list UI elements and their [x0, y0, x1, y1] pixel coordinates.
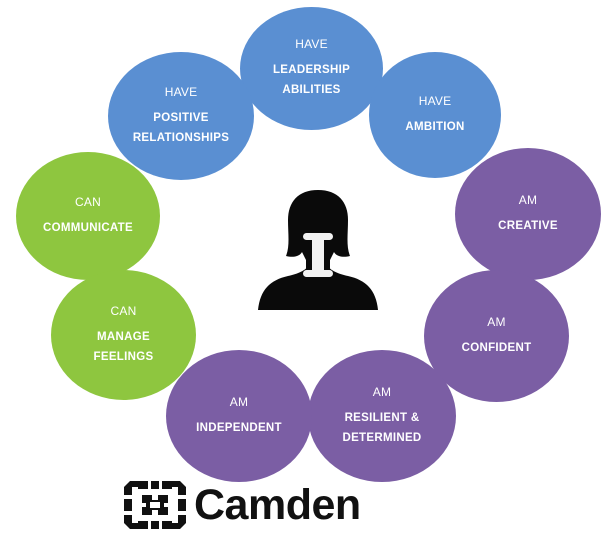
- bubble-label-line-1: CONFIDENT: [461, 341, 532, 354]
- bubble-prefix: HAVE: [295, 37, 328, 51]
- bubble-label-line-2: FEELINGS: [93, 350, 154, 363]
- bubble-prefix: AM: [518, 192, 538, 207]
- bubble-prefix: HAVE: [164, 84, 198, 99]
- center-letter: I: [252, 186, 253, 187]
- bubble-positive-relationships: HAVE POSITIVE RELATIONSHIPS: [108, 52, 254, 180]
- bubble-leadership-abilities: HAVE LEADERSHIP ABILITIES: [240, 7, 383, 130]
- bubble-ambition: HAVE AMBITION: [369, 52, 501, 178]
- bubble-label-line-1: LEADERSHIP: [272, 64, 351, 76]
- bubble-prefix: CAN: [110, 303, 137, 318]
- bubble-label-line-1: RESILIENT &: [344, 411, 420, 424]
- bubble-prefix: CAN: [75, 194, 101, 209]
- bubble-label-line-1: INDEPENDENT: [196, 421, 282, 434]
- bubble-prefix: AM: [372, 384, 392, 399]
- bubble-label-line-2: ABILITIES: [282, 84, 341, 96]
- bubble-creative: AM CREATIVE: [455, 148, 601, 280]
- bubble-prefix: AM: [229, 394, 249, 409]
- bubble-label-line-1: AMBITION: [405, 120, 465, 133]
- bubble-label-line-2: RELATIONSHIPS: [132, 131, 230, 144]
- letter-i-mark: [303, 233, 333, 277]
- bubble-prefix: HAVE: [418, 93, 452, 108]
- bubble-label-line-1: COMMUNICATE: [43, 221, 133, 234]
- bubble-prefix: AM: [487, 314, 506, 329]
- camden-logo-text: Camden: [194, 481, 361, 529]
- person-silhouette-icon: I: [252, 186, 378, 310]
- bubble-manage-feelings: CAN MANAGE FEELINGS: [51, 270, 196, 400]
- bubble-label-line-1: MANAGE: [97, 330, 150, 343]
- camden-logo-mark-icon: [124, 481, 186, 529]
- bubble-label-line-1: CREATIVE: [498, 219, 558, 232]
- bubble-confident: AM CONFIDENT: [424, 270, 569, 402]
- bubble-label-line-1: POSITIVE: [153, 111, 209, 124]
- bubble-label-line-2: DETERMINED: [342, 431, 422, 444]
- bubble-independent: AM INDEPENDENT: [166, 350, 312, 482]
- camden-logo: Camden: [124, 480, 384, 530]
- bubble-resilient-determined: AM RESILIENT & DETERMINED: [308, 350, 456, 482]
- bubble-communicate: CAN COMMUNICATE: [16, 152, 160, 280]
